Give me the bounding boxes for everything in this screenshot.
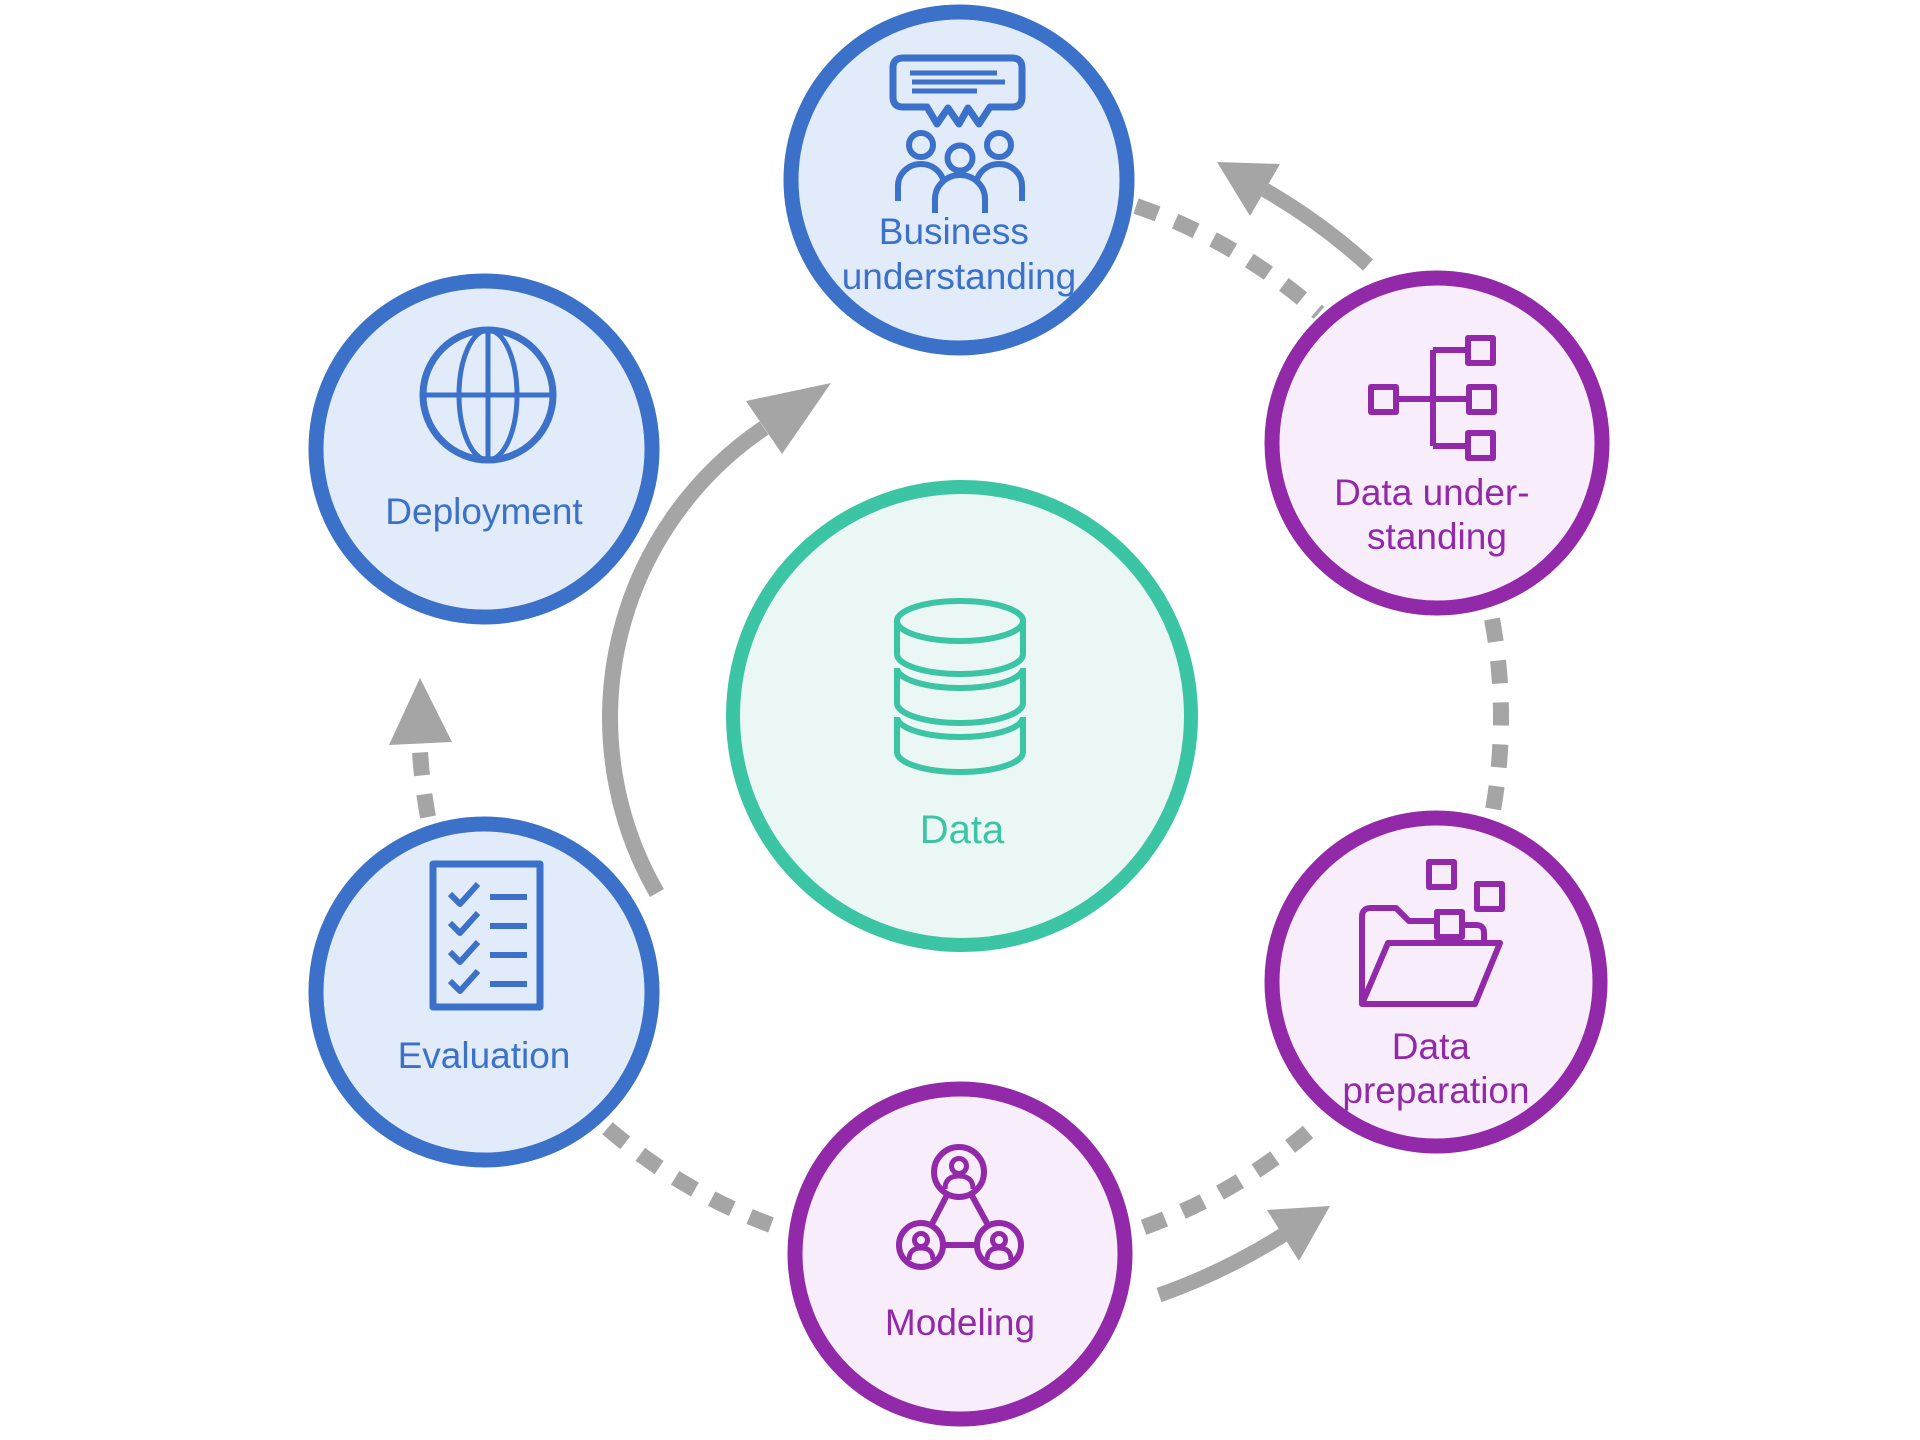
arrowhead-inner-to-business [746,383,831,454]
deployment-circle [308,273,660,625]
arrowhead-to-business [1217,162,1280,216]
arrowhead-to-data-preparation [1267,1206,1330,1261]
node-modeling: Modeling [787,1081,1133,1427]
checklist-icon [429,860,544,1011]
node-data-understanding: Data under- standing [1264,270,1610,616]
dashed-arc-evaluation-to-deployment [412,750,436,819]
dashed-arc-modeling-to-evaluation [599,1119,774,1233]
database-icon [894,598,1026,775]
team-discussion-icon [889,54,1026,213]
solid-arrow-data-understanding-to-business [1261,183,1374,271]
folder-icon [1359,859,1505,1007]
node-data: Data [726,480,1198,952]
business-understanding-label: Business understanding [842,211,1077,297]
arrowhead-to-deployment [389,678,452,745]
node-business-understanding: Business understanding [783,4,1135,356]
modeling-circle [787,1081,1133,1427]
data-preparation-label: Data preparation [1342,1026,1529,1111]
dashed-arc-data-understanding-to-data-preparation [1483,617,1509,823]
deployment-label: Deployment [385,491,583,532]
hierarchy-icon [1368,335,1497,461]
modeling-label: Modeling [885,1302,1035,1343]
data-understanding-label: Data under- standing [1334,472,1540,557]
globe-icon [419,326,557,464]
node-evaluation: Evaluation [308,816,660,1168]
data-label: Data [920,808,1005,852]
people-network-icon [896,1144,1024,1270]
node-deployment: Deployment [308,273,660,625]
node-data-preparation: Data preparation [1264,810,1608,1154]
connectors [389,162,1509,1303]
dashed-arc-data-preparation-to-modeling [1133,1125,1314,1238]
evaluation-label: Evaluation [398,1035,571,1076]
solid-arrow-modeling-to-data-preparation [1156,1228,1288,1303]
dashed-arc-business-to-data-understanding [1133,198,1325,319]
solid-arrow-evaluation-to-business [602,421,769,897]
evaluation-circle [308,816,660,1168]
data-circle [726,480,1198,952]
data-preparation-circle [1264,810,1608,1154]
